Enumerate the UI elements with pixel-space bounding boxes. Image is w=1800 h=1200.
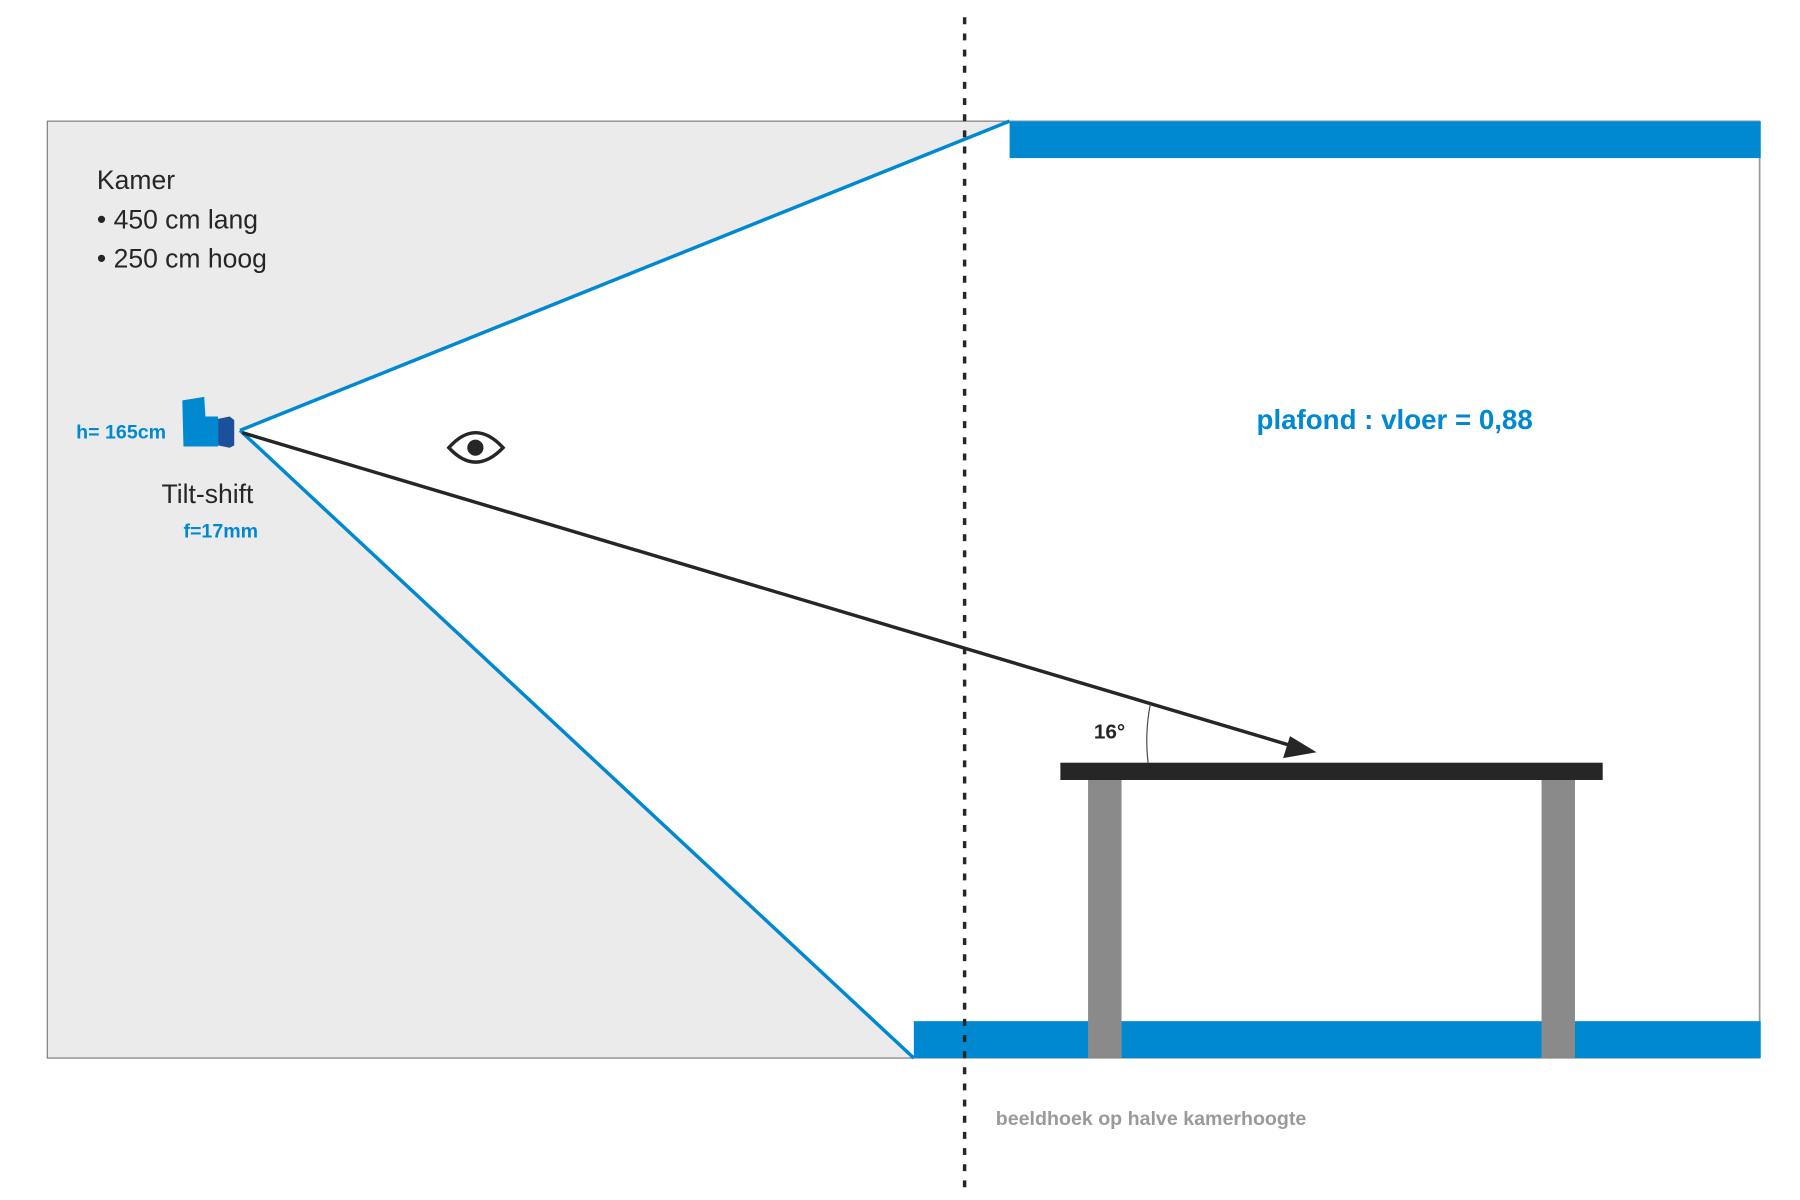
eye-icon [446,431,506,464]
table-leg-right [1541,778,1575,1059]
room-height: • 250 cm hoog [97,244,267,274]
focal-length-label: f=17mm [183,521,258,543]
arrowhead-icon [1283,736,1317,759]
room-title: Kamer [97,165,175,195]
room-area [47,121,1010,1059]
camera-type-label: Tilt-shift [162,479,254,509]
table-top [1060,762,1603,780]
sight-arrow [241,431,1299,750]
ceiling-bar [1009,121,1761,159]
field-of-view [240,121,1760,1059]
floor-bar [913,1021,1761,1059]
room-length: • 450 cm lang [97,204,258,234]
angle-arc [1146,703,1151,763]
angle-label: 16° [1094,720,1125,743]
table-leg-left [1088,778,1122,1059]
midline-caption: beeldhoek op halve kamerhoogte [996,1108,1307,1130]
camera-icon [182,396,235,448]
fov-bottom-line [238,429,916,1060]
camera-height-label: h= 165cm [76,421,166,443]
ratio-label: plafond : vloer = 0,88 [1257,404,1533,435]
fov-top-line [239,119,1011,432]
